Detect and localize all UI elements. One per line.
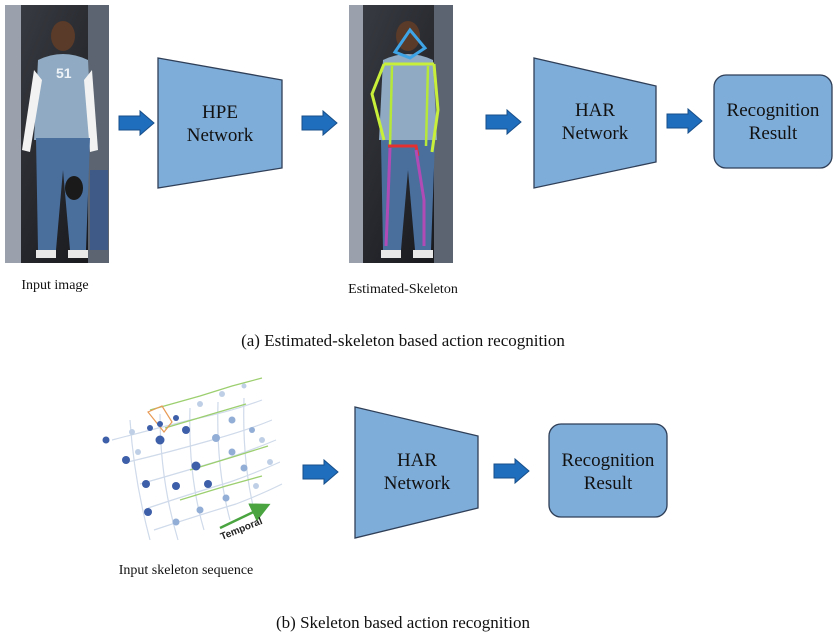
recognition-result-top-line1: Recognition [727,100,820,121]
recognition-result-bottom-line1: Recognition [562,450,655,471]
estimated-skeleton-photo [349,5,453,263]
har-network-bottom-label-line1: HAR [397,450,437,471]
subtitle-b: (b) Skeleton based action recognition [276,613,530,632]
arrow-hpe-to-skeleton [301,109,338,137]
recognition-result-block-top: Recognition Result [713,74,833,169]
hpe-network-label-line1: HPE [202,102,238,123]
estimated-skeleton-caption: Estimated-Skeleton [348,282,458,297]
input-skeleton-sequence-graph: Temporal [102,377,283,543]
har-network-block-bottom: HAR Network [354,406,479,539]
arrow-har-to-result-top [666,107,703,135]
har-network-bottom-label-line2: Network [384,473,451,494]
har-network-top-label-line1: HAR [575,100,615,121]
subtitle-a: (a) Estimated-skeleton based action reco… [241,331,565,350]
recognition-result-bottom-line2: Result [584,473,633,494]
arrow-input-to-hpe [118,109,155,137]
recognition-result-block-bottom: Recognition Result [548,423,668,518]
hpe-network-block: HPE Network [157,57,283,189]
recognition-result-top-line2: Result [749,123,798,144]
temporal-label: Temporal [219,516,264,543]
arrow-sequence-to-har [302,458,339,486]
har-network-top-label-line2: Network [562,123,629,144]
input-image-photo: 51 [5,5,109,263]
input-image-caption: Input image [21,278,88,293]
arrow-skeleton-to-har [485,108,522,136]
input-skeleton-sequence-caption: Input skeleton sequence [119,563,254,578]
arrow-har-to-result-bottom [493,457,530,485]
hpe-network-label-line2: Network [187,125,254,146]
svg-text:51: 51 [56,65,72,81]
har-network-block-top: HAR Network [533,57,657,189]
